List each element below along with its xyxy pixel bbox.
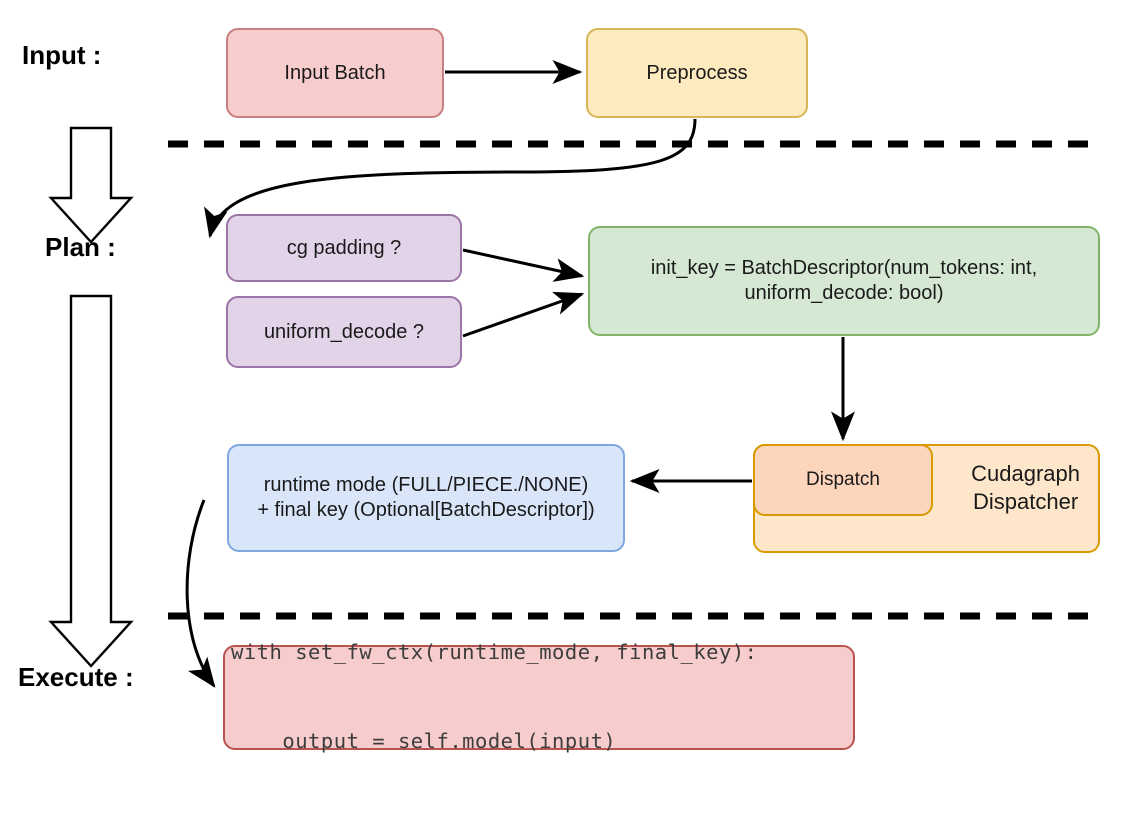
stage-label-plan: Plan : (45, 232, 116, 262)
node-preprocess[interactable]: Preprocess (586, 28, 808, 118)
node-input-batch[interactable]: Input Batch (226, 28, 444, 118)
plan-to-execute-arrow (48, 294, 134, 668)
node-exec-code[interactable]: with set_fw_ctx(runtime_mode, final_key)… (223, 640, 855, 753)
node-uniform-decode-label: uniform_decode ? (263, 320, 425, 343)
edge-runtime-mode-to-exec-code (185, 499, 216, 688)
edge-uniform-decode-to-init-key (462, 291, 585, 338)
node-runtime-mode-line1: runtime mode (FULL/PIECE./NONE) (263, 474, 589, 496)
node-init-key-line2: uniform_decode: bool) (744, 282, 944, 304)
stage-label-input: Input : (22, 40, 102, 70)
node-preprocess-label: Preprocess (646, 61, 748, 84)
stage-label-execute: Execute : (18, 662, 134, 692)
node-runtime-mode-line2: + final key (Optional[BatchDescriptor]) (257, 499, 595, 521)
node-cudagraph-dispatcher-line1: Cudagraph (971, 461, 1080, 486)
node-uniform-decode[interactable]: uniform_decode ? (226, 296, 462, 368)
node-cg-padding[interactable]: cg padding ? (226, 214, 462, 282)
node-cudagraph-dispatcher-line2: Dispatcher (972, 488, 1079, 514)
node-dispatch-label: Dispatch (806, 469, 880, 491)
edge-cg-padding-to-init-key (462, 248, 585, 282)
node-cg-padding-label: cg padding ? (286, 236, 402, 259)
input-to-plan-arrow (48, 126, 134, 244)
node-dispatch[interactable]: Dispatch (753, 444, 933, 516)
node-runtime-mode[interactable]: runtime mode (FULL/PIECE./NONE) + final … (227, 444, 625, 552)
node-init-key[interactable]: init_key = BatchDescriptor(num_tokens: i… (588, 226, 1100, 336)
diagram-canvas: Input : Plan : Execute : Input Batch Pre… (18, 28, 1100, 753)
node-exec-code-line1: with set_fw_ctx(runtime_mode, final_key)… (231, 640, 758, 665)
node-init-key-line1: init_key = BatchDescriptor(num_tokens: i… (650, 257, 1038, 279)
connector-layer (48, 60, 1100, 688)
node-exec-code-line2: output = self.model(input) (231, 729, 617, 754)
node-input-batch-label: Input Batch (284, 61, 386, 84)
edge-preprocess-to-cg-padding (204, 118, 697, 239)
